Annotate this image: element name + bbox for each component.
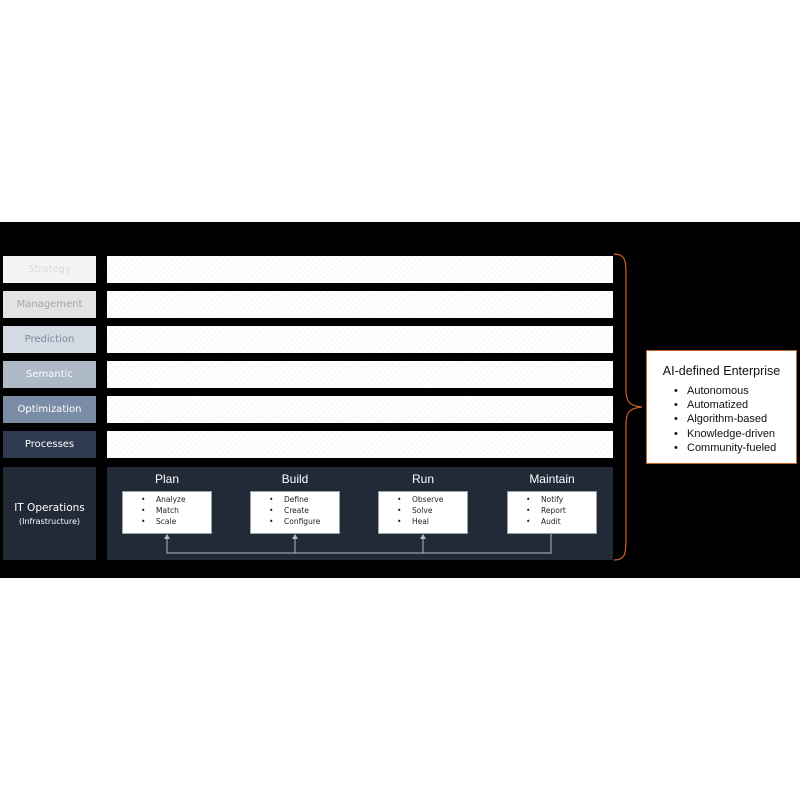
phase-item: Heal bbox=[379, 516, 467, 527]
phase-box-build: Define Create Configure bbox=[250, 491, 340, 534]
phase-item: Audit bbox=[508, 516, 596, 527]
phase-item: Configure bbox=[251, 516, 339, 527]
layer-bar-processes bbox=[107, 431, 613, 458]
layer-label-processes: Processes bbox=[3, 431, 96, 458]
layer-bar-optimization bbox=[107, 396, 613, 423]
enterprise-item: Autonomous bbox=[647, 384, 796, 398]
it-operations-subtitle: (Infrastructure) bbox=[19, 516, 80, 526]
phase-title-build: Build bbox=[281, 472, 309, 486]
layer-label-semantic: Semantic bbox=[3, 361, 96, 388]
enterprise-title: AI-defined Enterprise bbox=[662, 364, 781, 378]
phase-box-plan: Analyze Match Scale bbox=[122, 491, 212, 534]
layer-label-management: Management bbox=[3, 291, 96, 318]
ai-enterprise-box: AI-defined Enterprise Autonomous Automat… bbox=[646, 350, 797, 464]
phase-item: Observe bbox=[379, 494, 467, 505]
phase-item: Match bbox=[123, 505, 211, 516]
diagram-canvas: Strategy Management Prediction Semantic … bbox=[0, 222, 800, 578]
phase-title-maintain: Maintain bbox=[529, 472, 575, 486]
layer-bar-semantic bbox=[107, 361, 613, 388]
phase-item: Create bbox=[251, 505, 339, 516]
layer-label-optimization: Optimization bbox=[3, 396, 96, 423]
phase-item: Define bbox=[251, 494, 339, 505]
phase-title-run: Run bbox=[411, 472, 434, 486]
enterprise-item: Algorithm-based bbox=[647, 412, 796, 426]
layer-bar-prediction bbox=[107, 326, 613, 353]
enterprise-item: Knowledge-driven bbox=[647, 427, 796, 441]
cycle-line bbox=[166, 534, 552, 554]
phase-box-run: Observe Solve Heal bbox=[378, 491, 468, 534]
arrow-head-build bbox=[292, 534, 298, 539]
layer-label-prediction: Prediction bbox=[3, 326, 96, 353]
cycle-connectors bbox=[164, 534, 552, 554]
enterprise-item: Community-fueled bbox=[647, 441, 796, 455]
it-operations-title: IT Operations bbox=[14, 501, 85, 514]
phase-item: Analyze bbox=[123, 494, 211, 505]
enterprise-item: Automatized bbox=[647, 398, 796, 412]
it-operations-panel: Plan Analyze Match Scale Build Define Cr… bbox=[107, 467, 613, 560]
curly-brace bbox=[613, 253, 643, 561]
phase-item: Report bbox=[508, 505, 596, 516]
it-operations-label: IT Operations (Infrastructure) bbox=[3, 467, 96, 560]
phase-box-maintain: Notify Report Audit bbox=[507, 491, 597, 534]
phase-title-plan: Plan bbox=[154, 472, 180, 486]
arrow-head-run bbox=[420, 534, 426, 539]
phase-item: Scale bbox=[123, 516, 211, 527]
phase-item: Solve bbox=[379, 505, 467, 516]
phase-item: Notify bbox=[508, 494, 596, 505]
layer-label-strategy: Strategy bbox=[3, 256, 96, 283]
layer-bar-management bbox=[107, 291, 613, 318]
layer-bar-strategy bbox=[107, 256, 613, 283]
arrow-head-plan bbox=[164, 534, 170, 539]
